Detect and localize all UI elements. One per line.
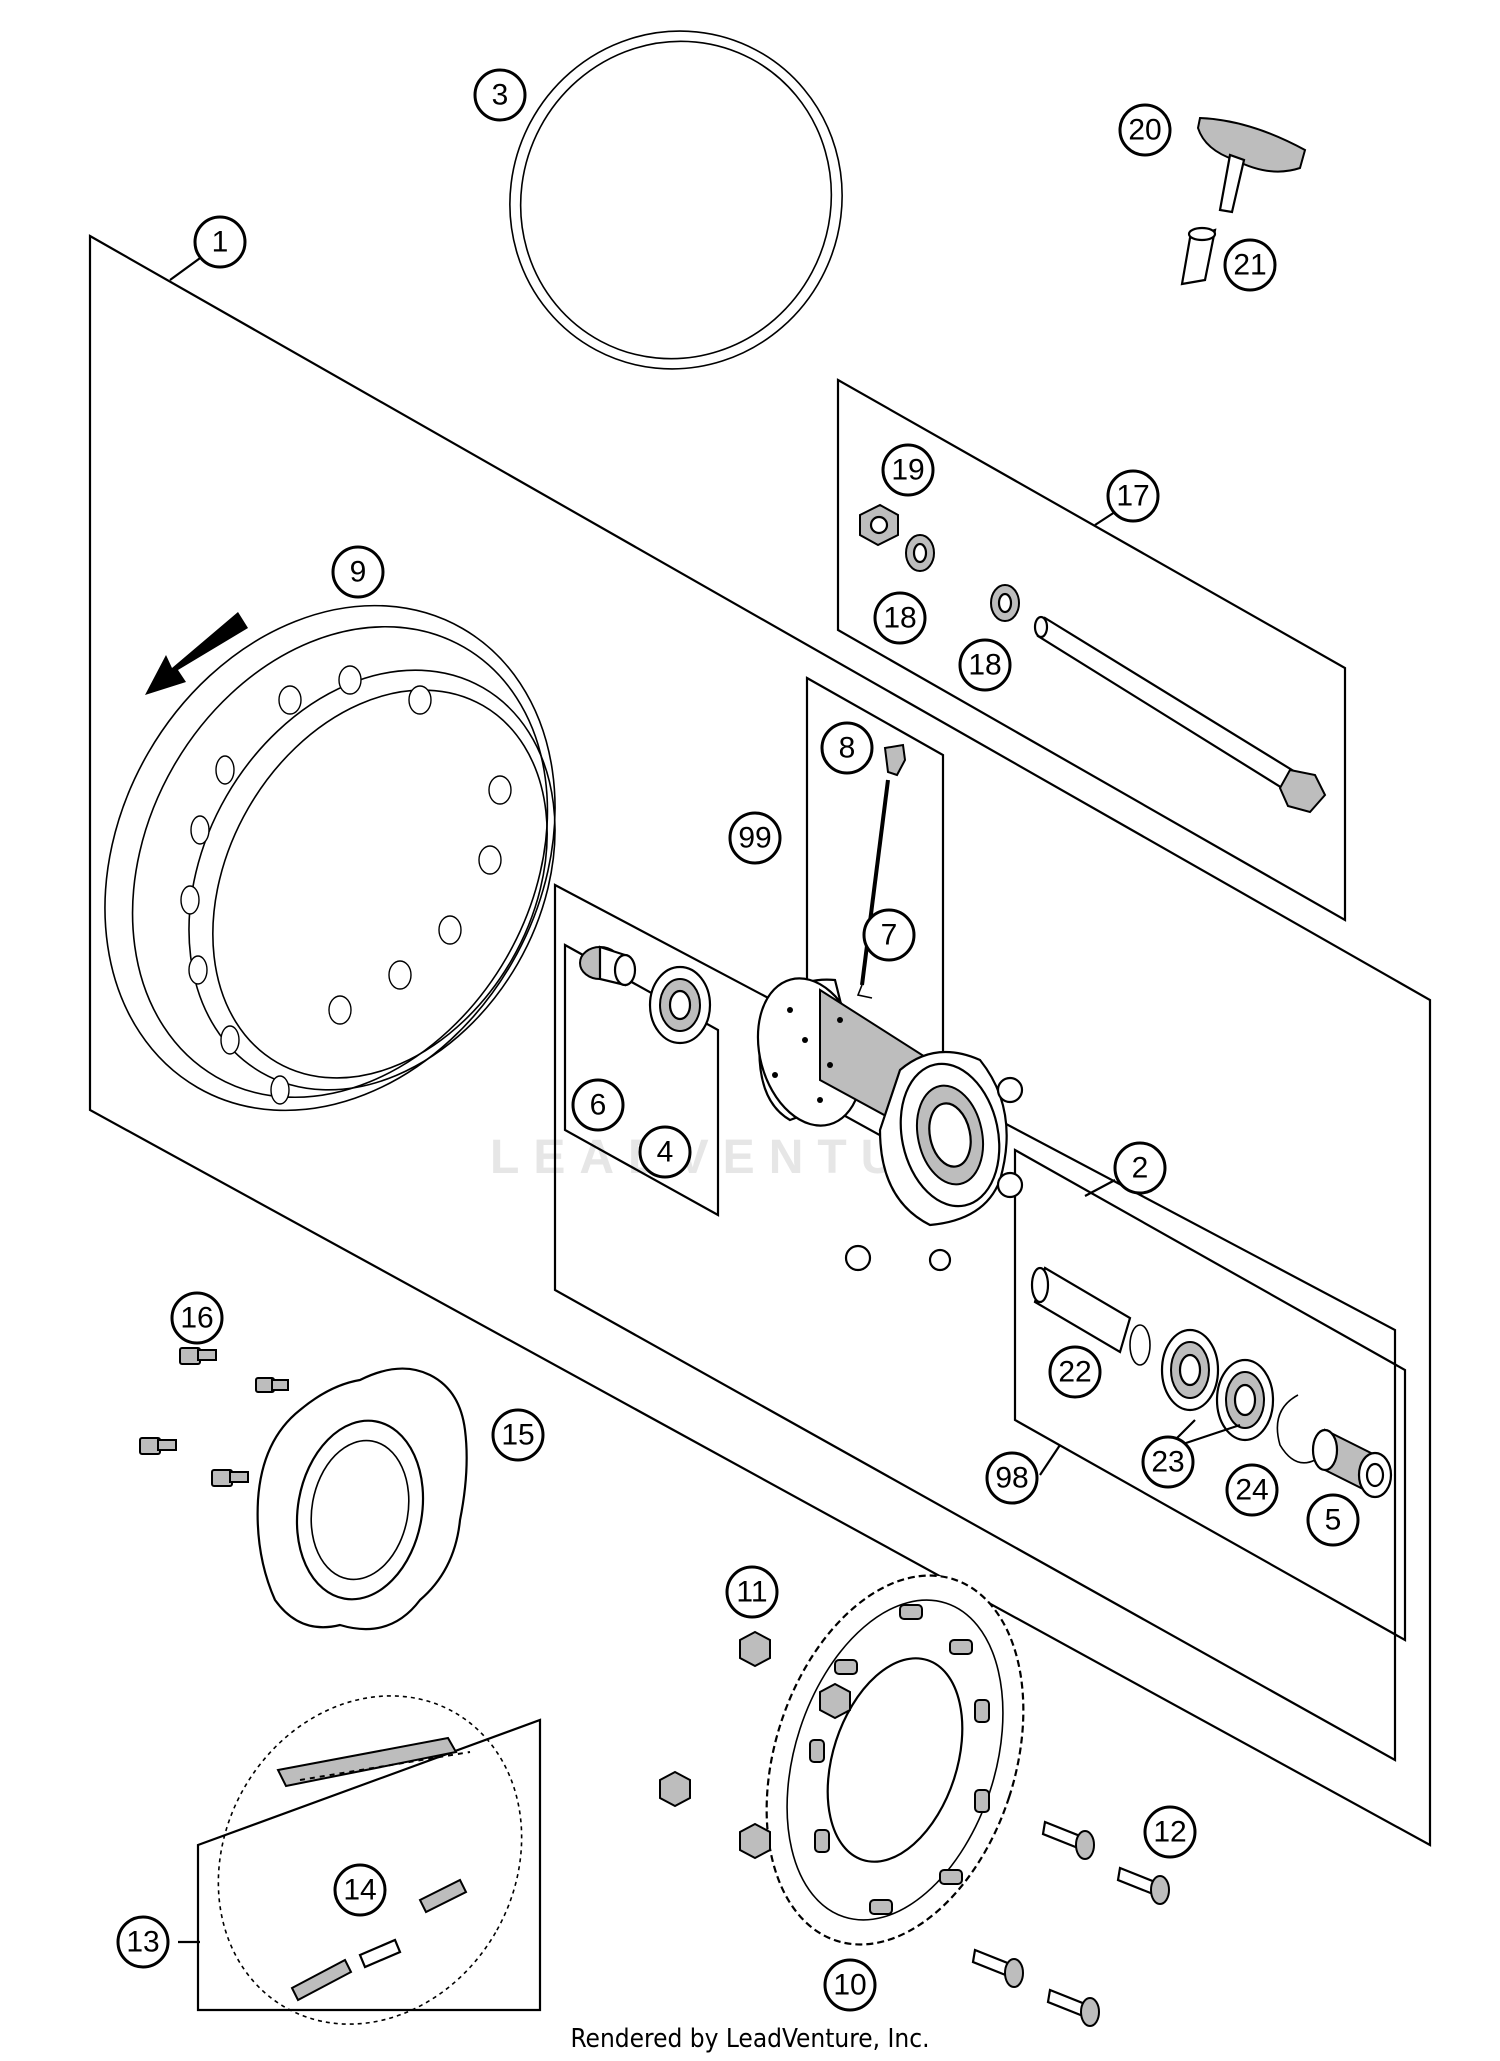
callout-14: 14: [333, 1863, 387, 1917]
callout-9: 9: [331, 545, 385, 599]
callout-12: 12: [1143, 1805, 1197, 1859]
callout-19: 19: [881, 443, 935, 497]
svg-text:23: 23: [1151, 1446, 1184, 1479]
callout-7: 7: [862, 908, 916, 962]
svg-text:13: 13: [126, 1926, 159, 1959]
svg-text:2: 2: [1132, 1152, 1149, 1185]
disc-bolts: [139, 1347, 289, 1487]
footer-credit: Rendered by LeadVenture, Inc.: [570, 2024, 930, 2054]
brake-disc: [256, 1367, 468, 1631]
svg-text:10: 10: [833, 1969, 866, 2002]
washer-upper: [905, 534, 935, 572]
spacer-right: [1311, 1428, 1393, 1499]
frame-wheel-assembly: [88, 234, 1432, 1847]
callout-98: 98: [985, 1451, 1039, 1505]
callout-17: 17: [1106, 469, 1160, 523]
circlip: [1276, 1394, 1316, 1464]
sprocket-nuts: [659, 1630, 851, 1860]
svg-text:22: 22: [1058, 1356, 1091, 1389]
callout-10: 10: [823, 1958, 877, 2012]
callout-15: 15: [491, 1408, 545, 1462]
frame-bearing-right: [1013, 1148, 1407, 1642]
callout-11: 11: [725, 1565, 779, 1619]
svg-text:17: 17: [1116, 480, 1149, 513]
hub-spacer-tube: [1030, 1266, 1132, 1354]
bearing-left: [648, 965, 712, 1045]
callout-23: 23: [1141, 1435, 1195, 1489]
rim-tape: [509, 30, 843, 370]
svg-text:15: 15: [501, 1419, 534, 1452]
callout-20: 20: [1118, 103, 1172, 157]
valve-stem: [1180, 226, 1217, 286]
callout-3: 3: [473, 68, 527, 122]
bearing-right-1: [1160, 1328, 1220, 1412]
valve-cap: [1196, 116, 1307, 214]
callout-4: 4: [638, 1125, 692, 1179]
svg-text:5: 5: [1325, 1504, 1342, 1537]
svg-text:99: 99: [738, 822, 771, 855]
callout-18-lower: 18: [958, 638, 1012, 692]
callout-22: 22: [1048, 1345, 1102, 1399]
frame-chain-kit: [196, 1718, 542, 2012]
svg-text:20: 20: [1128, 114, 1161, 147]
rim-spoke-holes: [180, 665, 512, 1105]
o-ring: [1129, 1324, 1151, 1366]
svg-text:9: 9: [350, 556, 367, 589]
callout-13: 13: [116, 1915, 170, 1969]
spacer-left: [579, 945, 637, 987]
callouts: 1 2 3 4 5 6 7 8 9 10 11 12 13 14 15 16 1…: [116, 68, 1360, 2012]
sprocket-bolts: [971, 1820, 1170, 2027]
drive-chain: [217, 1695, 523, 2025]
callout-8: 8: [820, 721, 874, 775]
svg-text:3: 3: [492, 79, 509, 112]
axle-nut: [859, 503, 899, 547]
callout-6: 6: [571, 1078, 625, 1132]
svg-text:7: 7: [881, 919, 898, 952]
svg-text:16: 16: [180, 1302, 213, 1335]
rear-sprocket: [765, 1574, 1025, 1946]
rotation-direction-arrow-icon: [145, 612, 248, 695]
svg-text:19: 19: [891, 454, 924, 487]
callout-24: 24: [1225, 1463, 1279, 1517]
svg-text:18: 18: [968, 649, 1001, 682]
callout-18-upper: 18: [873, 591, 927, 645]
callout-99: 99: [728, 811, 782, 865]
bearing-right-2: [1215, 1358, 1275, 1442]
svg-text:98: 98: [995, 1462, 1028, 1495]
svg-text:24: 24: [1235, 1474, 1268, 1507]
svg-text:1: 1: [212, 226, 229, 259]
svg-text:14: 14: [343, 1874, 376, 1907]
svg-text:21: 21: [1233, 249, 1266, 282]
axle-shaft: [1033, 615, 1327, 814]
frame-axle-kit: [836, 378, 1347, 922]
callout-5: 5: [1306, 1493, 1360, 1547]
washer-lower: [990, 584, 1020, 622]
svg-text:12: 12: [1153, 1816, 1186, 1849]
spoke-nipple: [883, 743, 907, 777]
callout-16: 16: [170, 1291, 224, 1345]
callout-1: 1: [193, 215, 247, 269]
wheel-hub: [756, 977, 1024, 1272]
svg-text:4: 4: [657, 1136, 674, 1169]
chain-master-link: [358, 1938, 402, 1969]
callout-2: 2: [1113, 1141, 1167, 1195]
svg-text:11: 11: [736, 1576, 767, 1609]
svg-text:8: 8: [839, 732, 856, 765]
spoke: [856, 779, 890, 999]
svg-text:18: 18: [883, 602, 916, 635]
svg-text:6: 6: [590, 1089, 607, 1122]
callout-21: 21: [1223, 238, 1277, 292]
wheel-rim: [104, 604, 556, 1112]
frame-hub-assembly: [553, 883, 1397, 1762]
group-frames: [88, 234, 1432, 2012]
